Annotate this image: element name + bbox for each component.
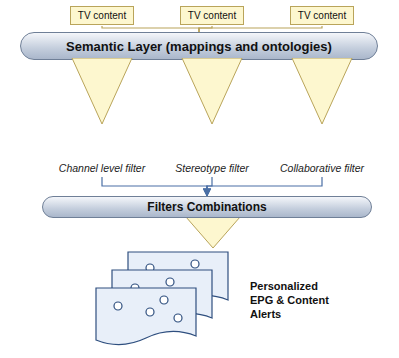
document-stack	[96, 252, 228, 345]
funnel-shape	[270, 58, 374, 128]
connector	[207, 177, 322, 196]
content-box: TV content	[70, 6, 134, 25]
filter-funnel: Channel level filter	[50, 58, 154, 176]
node-label: TV content	[298, 10, 346, 21]
output-label: Personalized EPG & Content Alerts	[250, 280, 342, 321]
filter-label: Collaborative filter	[270, 162, 374, 174]
content-box: TV content	[290, 6, 354, 25]
connector	[102, 177, 207, 196]
output-funnel	[186, 217, 240, 248]
filter-funnel: Stereotype filter	[160, 58, 264, 176]
funnel-shape	[160, 58, 264, 128]
funnel-outline	[72, 58, 132, 124]
filter-funnel: Collaborative filter	[270, 58, 374, 176]
node-label: Semantic Layer (mappings and ontologies)	[66, 39, 332, 54]
node-label: TV content	[78, 10, 126, 21]
node-label: Filters Combinations	[147, 200, 266, 214]
filter-label: Stereotype filter	[160, 162, 264, 174]
layer-band: Semantic Layer (mappings and ontologies)	[20, 32, 378, 60]
node-label: TV content	[188, 10, 236, 21]
content-box: TV content	[180, 6, 244, 25]
funnel-outline	[182, 58, 242, 124]
funnel-outline	[292, 58, 352, 124]
funnel-shape	[50, 58, 154, 128]
layer-band: Filters Combinations	[42, 196, 372, 218]
filter-label: Channel level filter	[50, 162, 154, 174]
